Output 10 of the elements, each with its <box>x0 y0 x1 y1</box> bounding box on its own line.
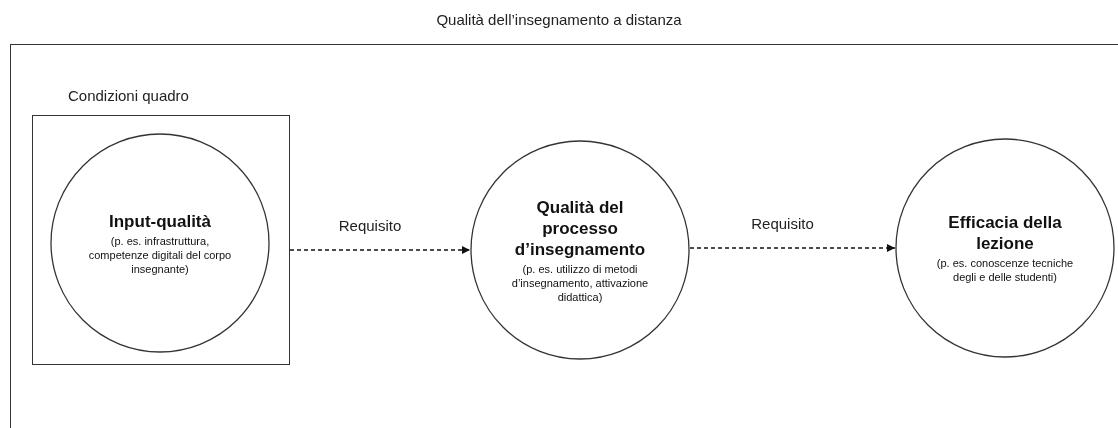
circle-description: (p. es. infrastruttura, competenze digitali del corpo insegnante) <box>88 233 232 276</box>
circle-heading: Input-qualità <box>109 210 211 232</box>
dashed-arrow <box>289 246 471 254</box>
circle-description: (p. es. utilizzo di metodi d’insegnamento, attivazione didattica) <box>510 261 650 304</box>
circle-heading: Efficacia della lezione <box>947 212 1063 254</box>
circle-heading: Qualità del processo d’insegnamento <box>513 196 647 260</box>
frame-heading: Qualità dell’insegnamento a distanza <box>435 10 683 30</box>
dashed-arrow <box>689 244 896 252</box>
box-heading: Condizioni quadro <box>68 86 189 106</box>
circle-description: (p. es. conoscenze tecniche degli e delle studenti) <box>935 256 1075 284</box>
